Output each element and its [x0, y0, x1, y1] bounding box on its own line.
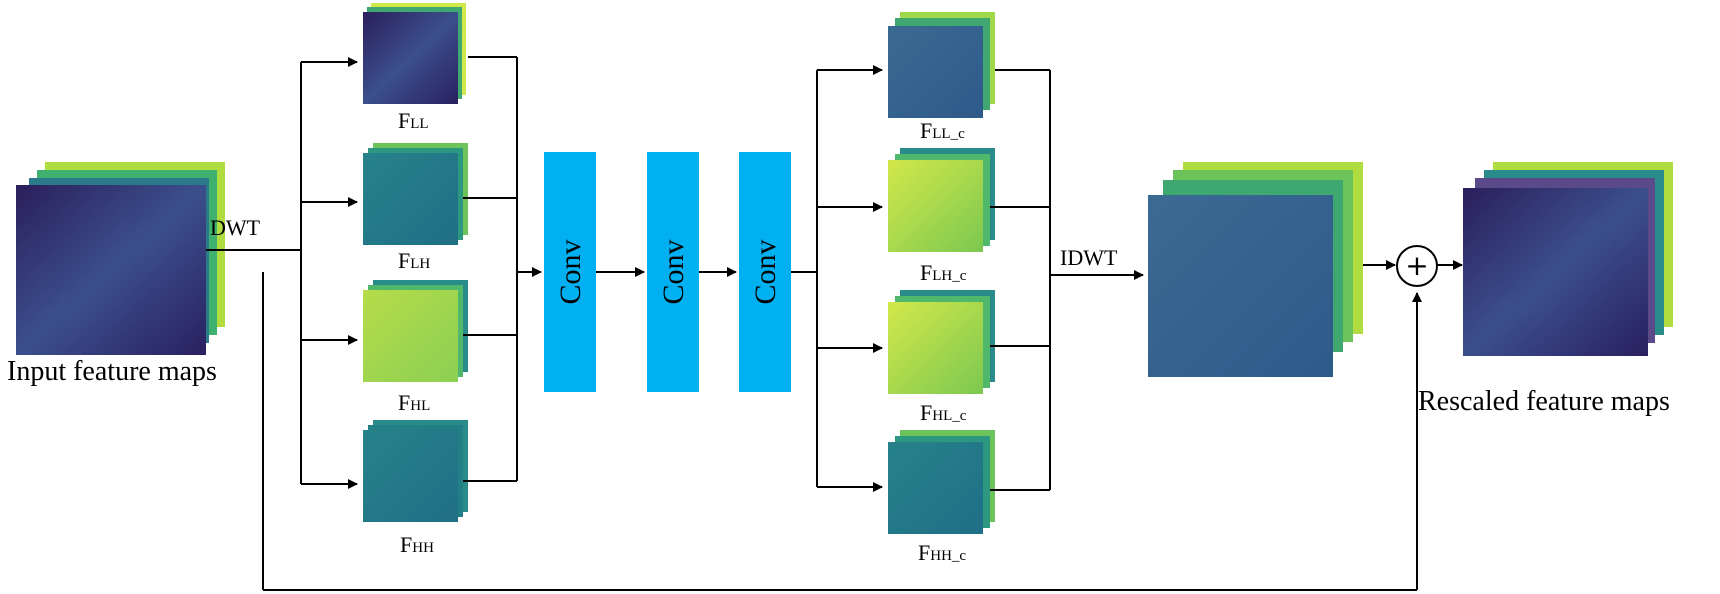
sum-node: + — [1396, 245, 1438, 287]
subband-hh-stack — [363, 420, 468, 522]
input-feature-stack — [16, 162, 225, 355]
merge-wires-out — [990, 69, 1144, 491]
subband-hl-stack — [363, 280, 468, 382]
subband-ll-stack — [363, 3, 466, 104]
subband-hh-c-stack — [888, 430, 995, 534]
conv-label-1: Conv — [554, 239, 587, 304]
conv-label-2: Conv — [657, 239, 690, 304]
merge-wires-in — [463, 56, 542, 482]
subband-hh-c-label: FHH_c — [918, 540, 966, 565]
subband-lh-c-label: FLH_c — [920, 260, 967, 285]
skip-connection — [262, 272, 1422, 591]
subband-hh-label: FHH — [400, 532, 434, 557]
subband-lh-label: FLH — [398, 248, 430, 273]
subband-ll-c-stack — [888, 12, 995, 118]
plus-icon: + — [1405, 249, 1428, 282]
subband-ll-label: FLL — [398, 108, 429, 133]
idwt-label: IDWT — [1060, 245, 1118, 270]
output-label: Rescaled feature maps — [1418, 386, 1670, 417]
conv-label-3: Conv — [749, 239, 782, 304]
subband-ll-c-label: FLL_c — [920, 118, 965, 143]
subband-hl-c-label: FHL_c — [920, 400, 967, 425]
split-wires-out — [791, 65, 883, 492]
subband-lh-stack — [363, 143, 468, 245]
subband-lh-c-stack — [888, 148, 995, 252]
subband-hl-label: FHL — [398, 390, 430, 415]
dwt-label: DWT — [210, 215, 261, 240]
conv-block-3: Conv — [739, 152, 791, 392]
conv-block-2: Conv — [647, 152, 699, 392]
reconstructed-feature-stack — [1148, 162, 1363, 377]
input-label: Input feature maps — [7, 356, 217, 387]
conv-block-1: Conv — [544, 152, 596, 392]
output-feature-stack — [1463, 162, 1673, 356]
subband-hl-c-stack — [888, 290, 995, 394]
dwt-wires — [206, 57, 358, 489]
